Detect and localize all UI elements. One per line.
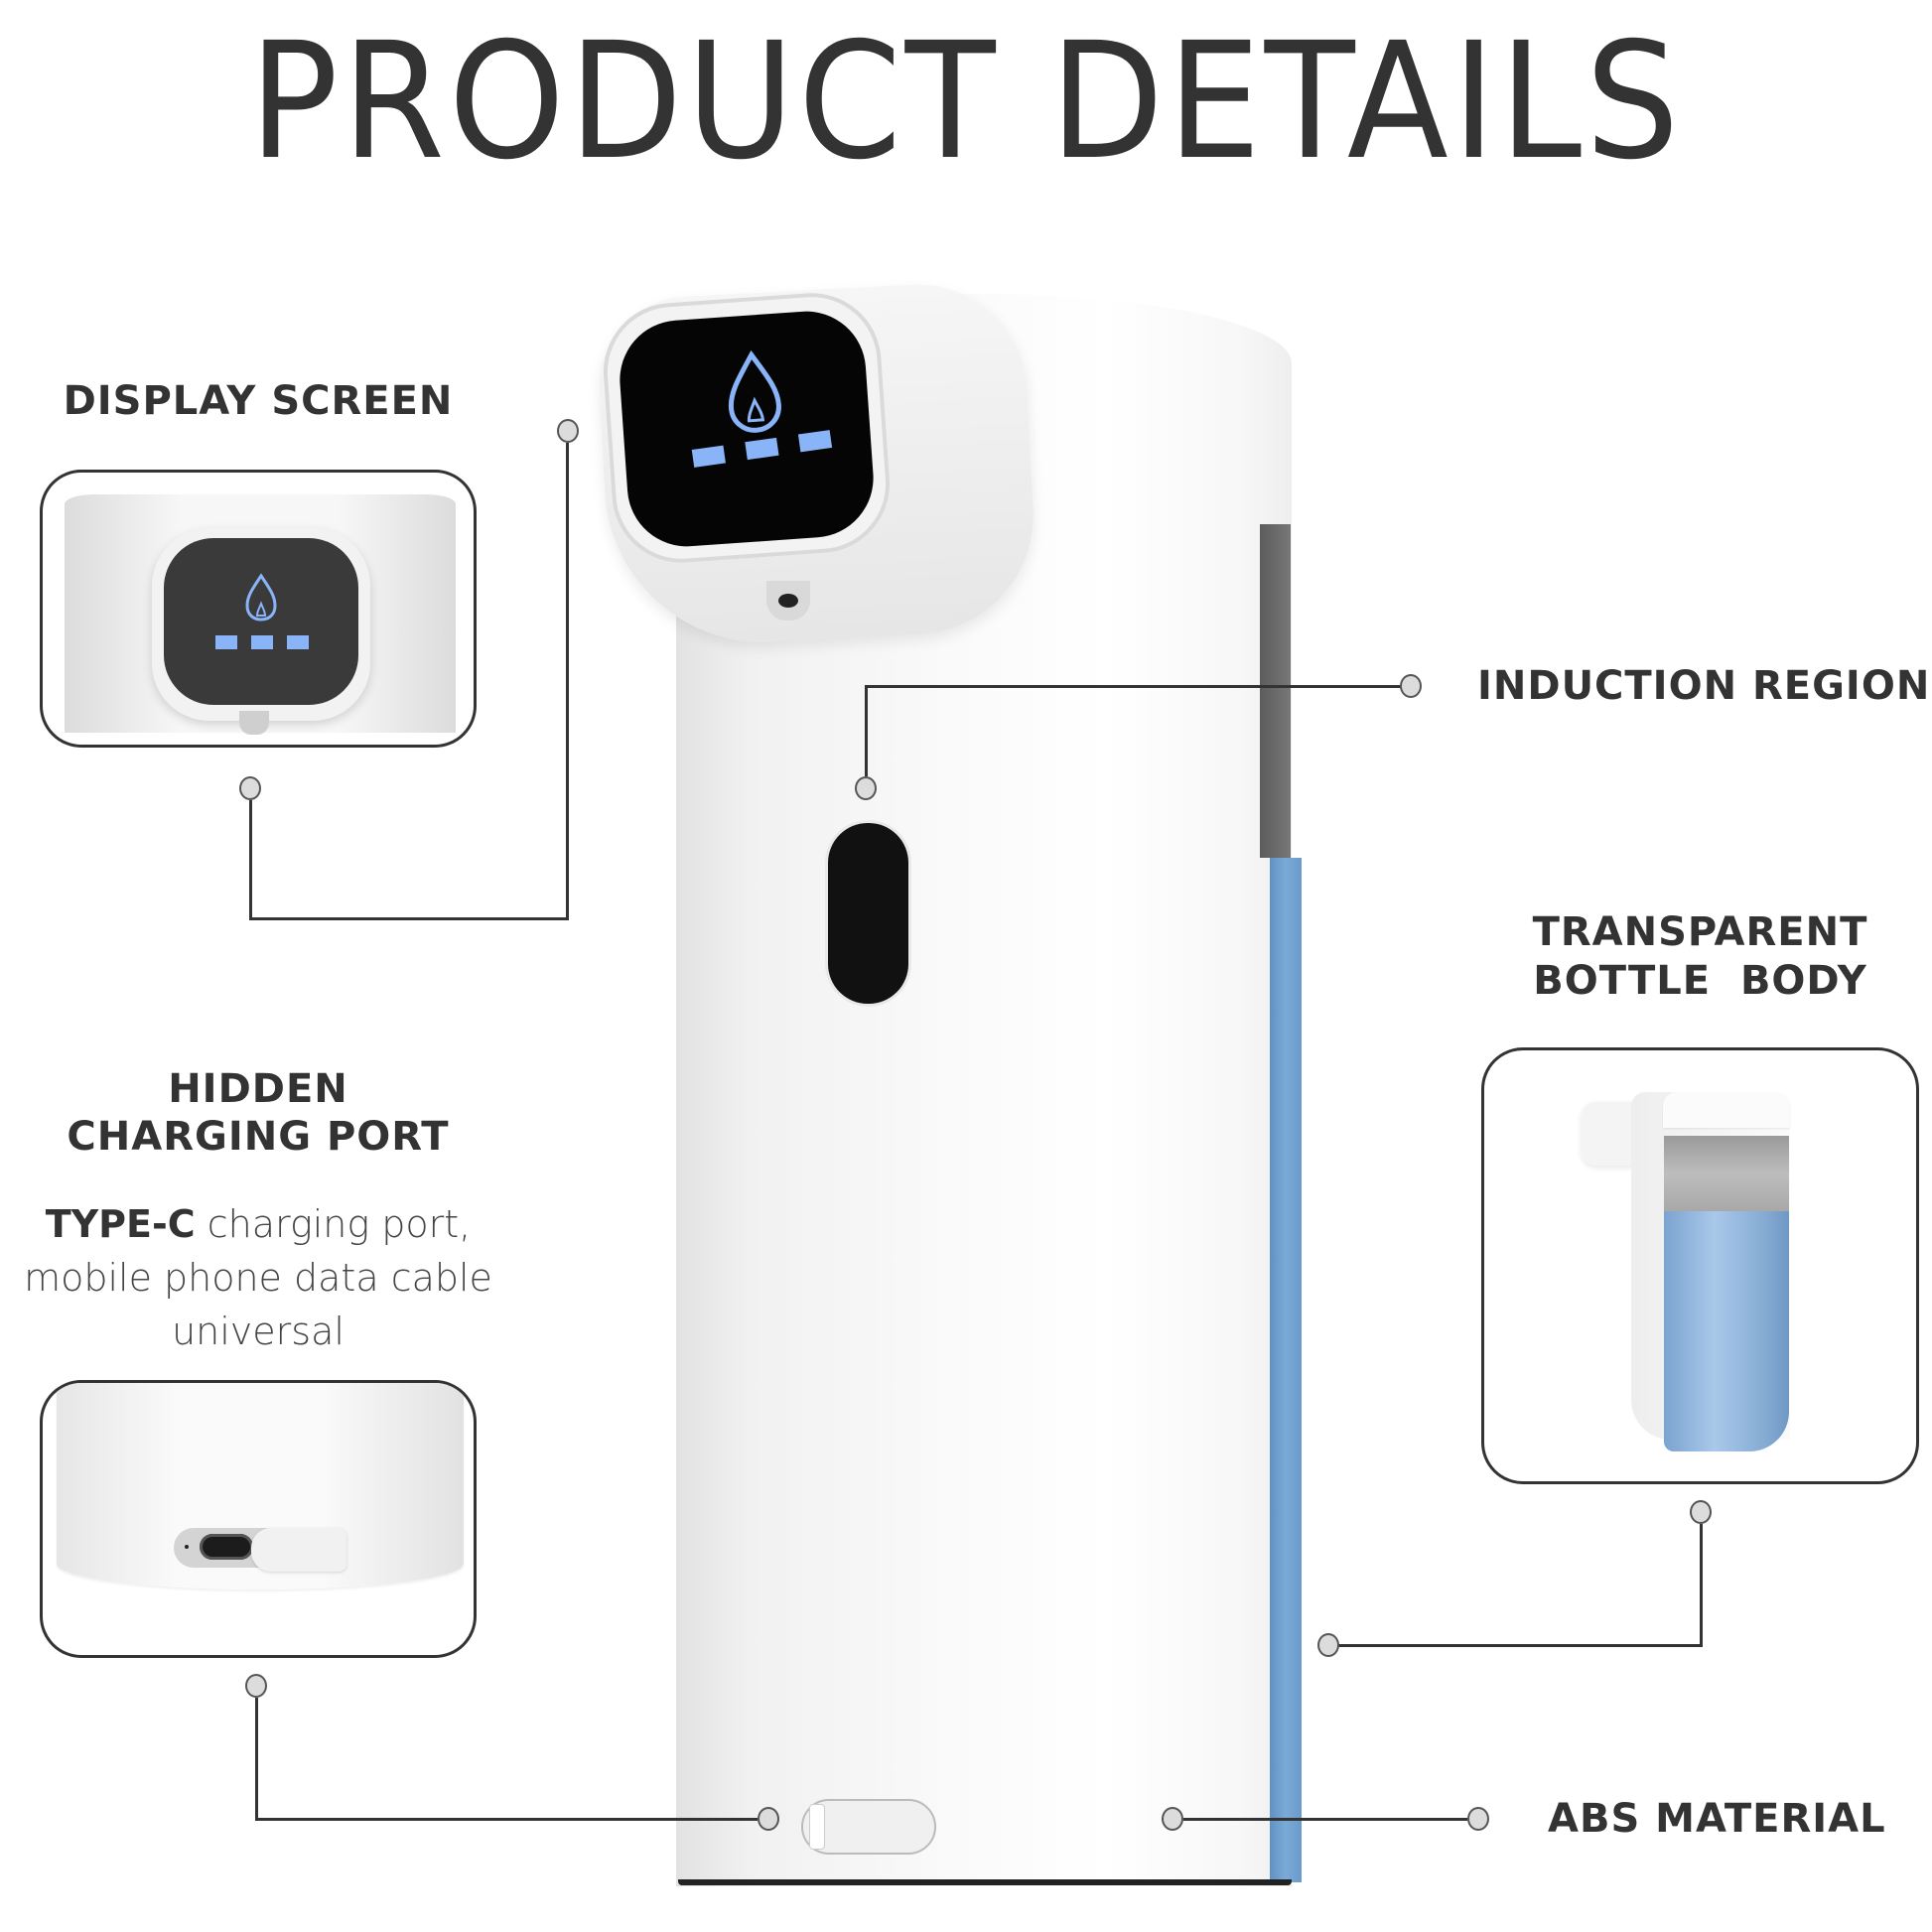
leader-line xyxy=(566,443,569,919)
callout-dot xyxy=(1317,1633,1339,1657)
induction-region-label: INDUCTION REGION xyxy=(1477,663,1931,709)
leader-line xyxy=(255,1698,258,1821)
charging-port-desc-line3: universal xyxy=(172,1310,345,1353)
callout-dot xyxy=(1690,1500,1712,1524)
transparent-bottle-label-line1: TRANSPARENT xyxy=(1532,909,1868,955)
inset-bottle-empty xyxy=(1664,1136,1789,1211)
abs-material-label: ABS MATERIAL xyxy=(1548,1796,1886,1842)
level-bar-2 xyxy=(745,437,779,461)
callout-dot xyxy=(245,1674,267,1698)
leader-line xyxy=(1328,1644,1703,1647)
inset-screen xyxy=(164,538,358,705)
type-c-emphasis: TYPE-C xyxy=(45,1202,196,1246)
display-screen-inset xyxy=(40,470,477,748)
leader-line xyxy=(865,685,1401,688)
callout-dot xyxy=(557,419,579,443)
level-bar-3 xyxy=(797,430,833,453)
leader-line xyxy=(1700,1524,1703,1646)
callout-dot xyxy=(1162,1807,1183,1831)
page-title: PRODUCT DETAILS xyxy=(248,9,1684,196)
bottle-window-liquid xyxy=(1270,858,1302,1882)
callout-dot xyxy=(855,776,877,800)
inset-bottle-liquid xyxy=(1664,1211,1789,1451)
leader-line xyxy=(249,917,569,920)
transparent-bottle-inset xyxy=(1481,1047,1919,1484)
charging-port-label-line1: HIDDEN xyxy=(168,1066,348,1112)
inset-nozzle xyxy=(239,711,269,735)
leader-line xyxy=(255,1818,758,1821)
droplet-icon xyxy=(691,349,833,468)
transparent-bottle-label-line2: BOTTLE BODY xyxy=(1533,958,1867,1004)
charging-port-cover-tab xyxy=(809,1804,825,1850)
callout-dot xyxy=(239,776,261,800)
leader-line xyxy=(865,685,868,776)
callout-dot xyxy=(1467,1807,1489,1831)
leader-line xyxy=(249,800,252,919)
nozzle-outlet xyxy=(778,594,798,608)
usb-c-port-icon xyxy=(200,1534,253,1560)
level-bar-1 xyxy=(691,445,726,468)
bottle-window-empty xyxy=(1260,524,1291,858)
charging-port-desc-line1: TYPE-C charging port, xyxy=(45,1202,472,1246)
inset-cap xyxy=(1663,1092,1790,1128)
display-screen-label: DISPLAY SCREEN xyxy=(63,378,454,424)
callout-dot xyxy=(758,1807,779,1831)
inset-port-cover xyxy=(251,1528,346,1572)
charging-port-desc-line2: mobile phone data cable xyxy=(24,1256,492,1300)
charging-port-label-line2: CHARGING PORT xyxy=(67,1114,450,1160)
dispenser-base xyxy=(678,1879,1292,1885)
indicator-led xyxy=(185,1545,189,1549)
leader-line xyxy=(1183,1818,1467,1821)
induction-sensor-window xyxy=(828,823,908,1004)
callout-dot xyxy=(1400,674,1422,698)
display-screen xyxy=(616,307,878,551)
charging-port-inset xyxy=(40,1380,477,1658)
droplet-icon xyxy=(215,573,309,649)
